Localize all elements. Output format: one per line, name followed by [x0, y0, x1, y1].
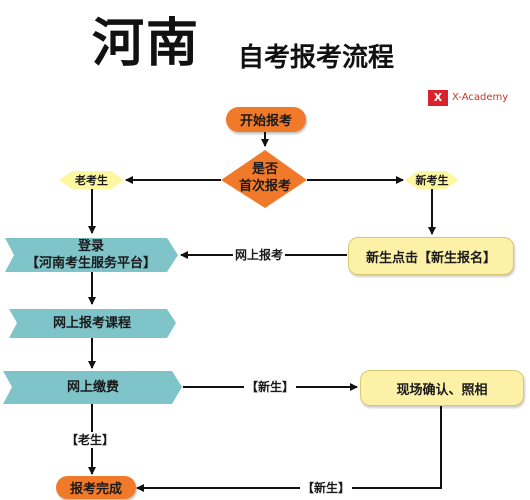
login-shape: [5, 238, 178, 272]
new-student-tag: [405, 171, 459, 189]
edge-label-new-student-2: 【新生】: [300, 480, 353, 496]
logo: X X-Academy: [428, 90, 518, 106]
payment-node: 网上缴费: [8, 371, 178, 404]
title-main: 河南: [92, 14, 201, 74]
course-label: 网上报考课程: [52, 316, 131, 331]
course-shape: [9, 309, 176, 338]
logo-mark-icon: X: [428, 90, 448, 106]
new-register-label: 新生点击【新生报名】: [365, 250, 496, 266]
onsite-node: 现场确认、照相: [360, 370, 524, 406]
done-node: 报考完成: [56, 476, 136, 499]
logo-text: X-Academy: [452, 92, 509, 103]
decision-diamond: [221, 150, 307, 208]
edge-label-new-student-1: 【新生】: [244, 379, 297, 395]
old-student-tag: [59, 171, 124, 189]
course-node: 网上报考课程: [12, 309, 172, 338]
decision-text: 是否 首次报考: [224, 158, 306, 198]
title-sub: 自考报考流程: [238, 43, 395, 73]
start-label: 开始报考: [239, 114, 292, 129]
old-student-label: 老考生: [75, 174, 108, 187]
payment-shape: [3, 371, 182, 404]
edge-onsite-to-done: [136, 404, 442, 492]
payment-label: 网上缴费: [66, 380, 119, 395]
new-student-label: 新考生: [415, 174, 449, 187]
decision-line1: 是否: [251, 162, 278, 177]
onsite-label: 现场确认、照相: [396, 382, 488, 398]
decision-line2: 首次报考: [238, 179, 291, 194]
start-node: 开始报考: [226, 107, 306, 132]
login-line1: 登录: [77, 239, 104, 254]
new-register-node: 新生点击【新生报名】: [348, 237, 514, 275]
login-node: 登录 【河南考生服务平台】: [8, 238, 174, 272]
edge-label-online-register: 网上报考: [233, 247, 286, 263]
login-line2: 【河南考生服务平台】: [25, 256, 156, 271]
edge-label-old-student: 【老生】: [64, 432, 117, 448]
done-label: 报考完成: [69, 482, 122, 497]
